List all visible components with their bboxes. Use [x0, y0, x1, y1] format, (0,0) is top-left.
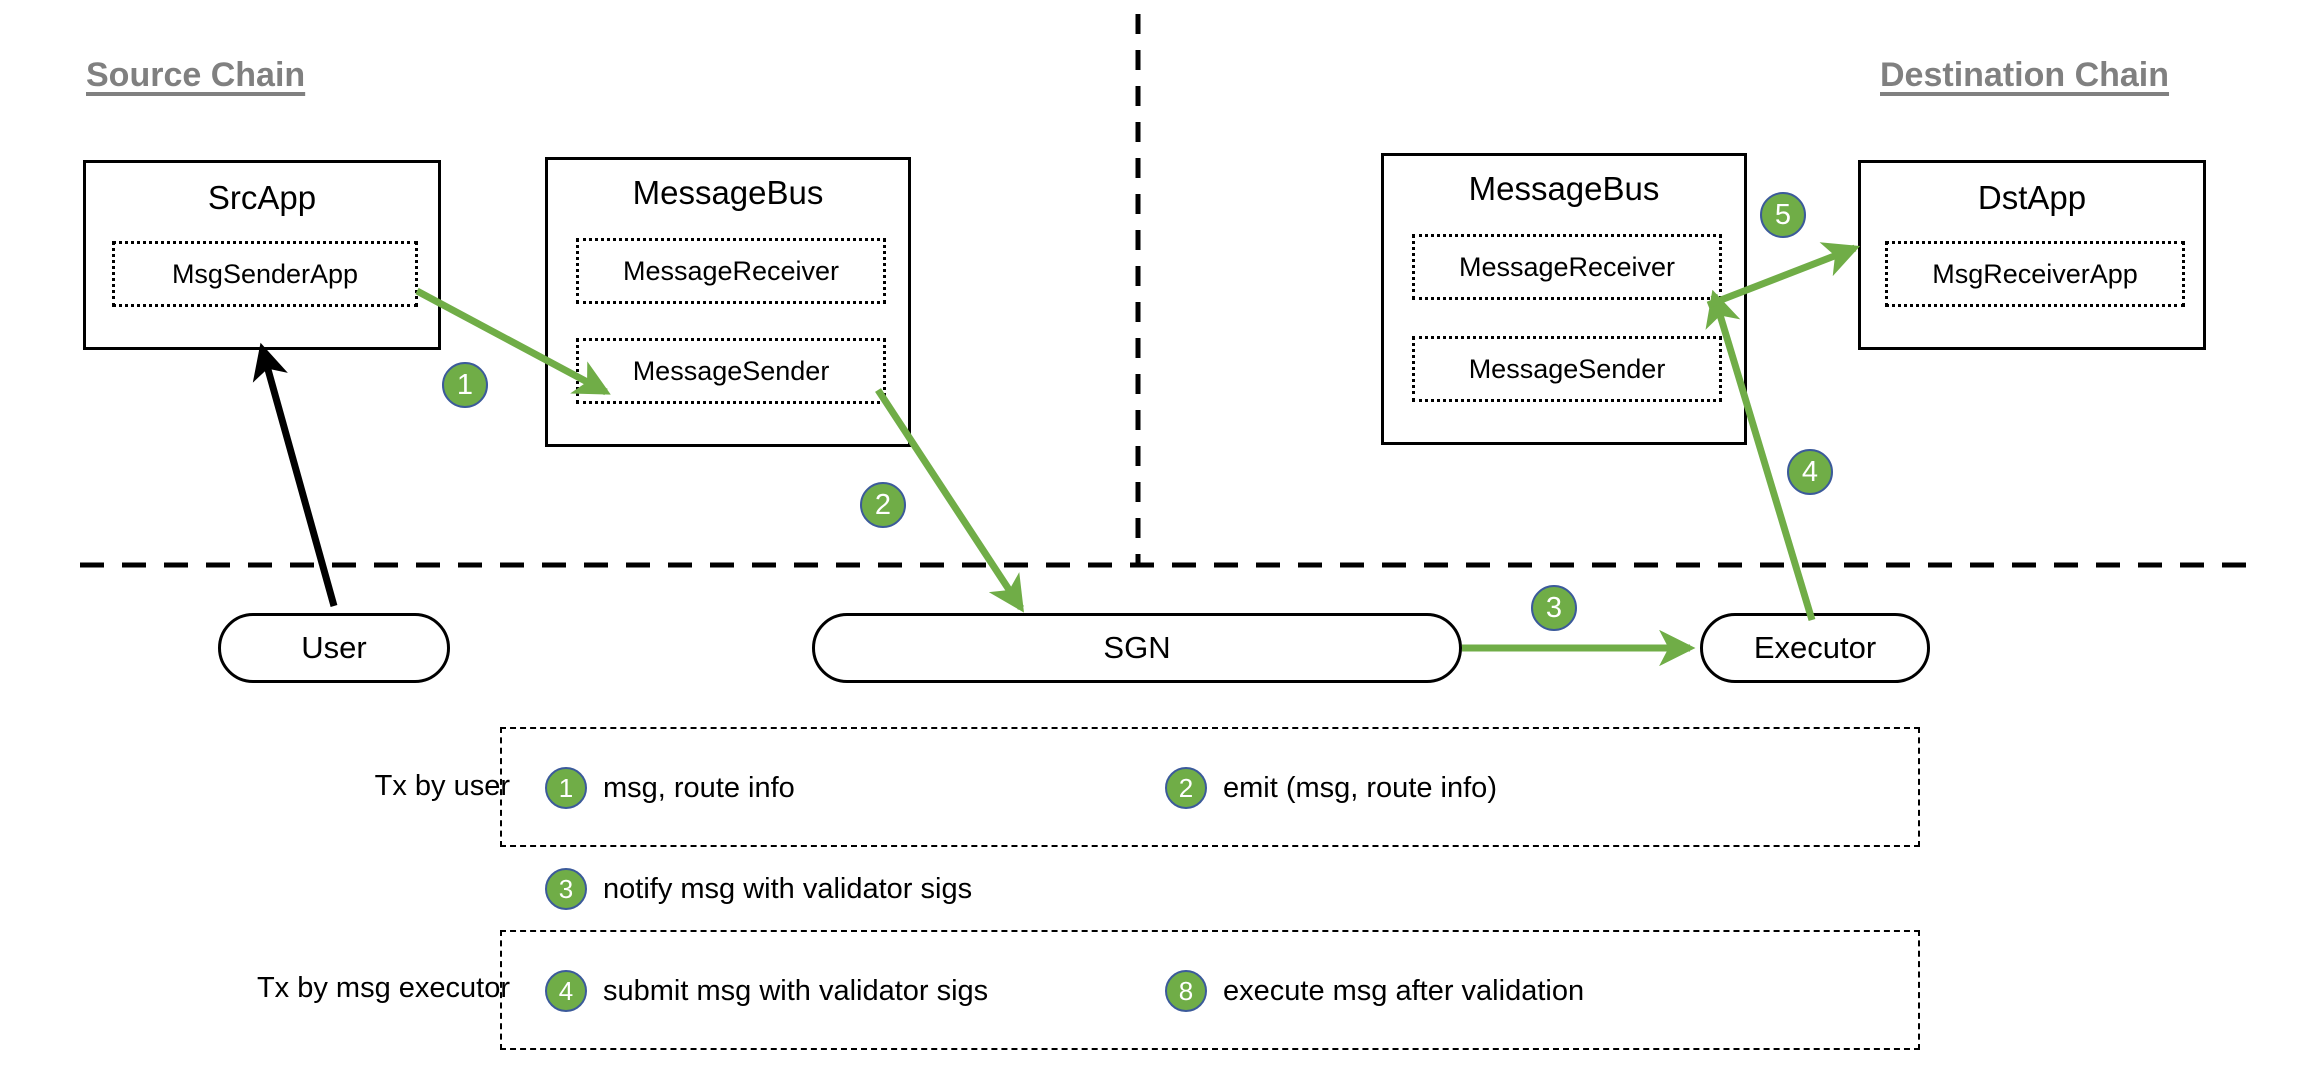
user-node[interactable]: User: [218, 613, 450, 683]
legend-badge-1: 1: [545, 767, 587, 809]
flow-badge-4[interactable]: 4: [1787, 449, 1833, 495]
module-dst-message-receiver[interactable]: MessageReceiver: [1412, 234, 1722, 300]
legend-badge-2: 2: [1165, 767, 1207, 809]
module-src-message-receiver[interactable]: MessageReceiver: [576, 238, 886, 304]
legend-text-8: execute msg after validation: [1223, 974, 1585, 1007]
sgn-node[interactable]: SGN: [812, 613, 1462, 683]
legend-badge-3: 3: [545, 868, 587, 910]
flow-badge-3[interactable]: 3: [1531, 585, 1577, 631]
legend-text-3: notify msg with validator sigs: [603, 872, 973, 905]
arrow-user-to-srcapp: [252, 342, 338, 607]
src-message-bus-box[interactable]: MessageBus MessageReceiver MessageSender: [545, 157, 911, 447]
dst-app-title: DstApp: [1977, 179, 2087, 216]
legend-badge-8: 8: [1165, 970, 1207, 1012]
executor-node[interactable]: Executor: [1700, 613, 1930, 683]
legend-item-8[interactable]: 8 execute msg after validation: [1165, 970, 1584, 1012]
legend-label-tx-by-executor: Tx by msg executor: [256, 972, 510, 1004]
src-app-title: SrcApp: [207, 179, 317, 216]
legend-text-1: msg, route info: [603, 771, 795, 804]
flow-badge-5[interactable]: 5: [1760, 192, 1806, 238]
source-chain-heading: Source Chain: [86, 56, 306, 94]
src-app-box[interactable]: SrcApp MsgSenderApp: [83, 160, 441, 350]
legend-frame-tx-by-user: [500, 727, 1920, 847]
dst-app-box[interactable]: DstApp MsgReceiverApp: [1858, 160, 2206, 350]
module-src-message-sender[interactable]: MessageSender: [576, 338, 886, 404]
legend-item-4[interactable]: 4 submit msg with validator sigs: [545, 970, 988, 1012]
module-dst-message-sender[interactable]: MessageSender: [1412, 336, 1722, 402]
module-msg-receiver-app[interactable]: MsgReceiverApp: [1885, 241, 2185, 307]
legend-badge-4: 4: [545, 970, 587, 1012]
dst-message-bus-title: MessageBus: [1468, 170, 1660, 207]
legend-item-2[interactable]: 2 emit (msg, route info): [1165, 767, 1497, 809]
legend-text-4: submit msg with validator sigs: [603, 974, 989, 1007]
legend-frame-tx-by-executor: [500, 930, 1920, 1050]
module-msg-sender-app[interactable]: MsgSenderApp: [112, 241, 418, 307]
destination-chain-heading: Destination Chain: [1880, 56, 2170, 94]
flow-badge-1[interactable]: 1: [442, 362, 488, 408]
src-message-bus-title: MessageBus: [632, 174, 824, 211]
legend-text-2: emit (msg, route info): [1223, 771, 1497, 804]
flow-badge-2[interactable]: 2: [860, 482, 906, 528]
legend-item-1[interactable]: 1 msg, route info: [545, 767, 795, 809]
legend-item-3[interactable]: 3 notify msg with validator sigs: [545, 868, 972, 910]
legend-label-tx-by-user: Tx by user: [374, 770, 510, 802]
dst-message-bus-box[interactable]: MessageBus MessageReceiver MessageSender: [1381, 153, 1747, 445]
